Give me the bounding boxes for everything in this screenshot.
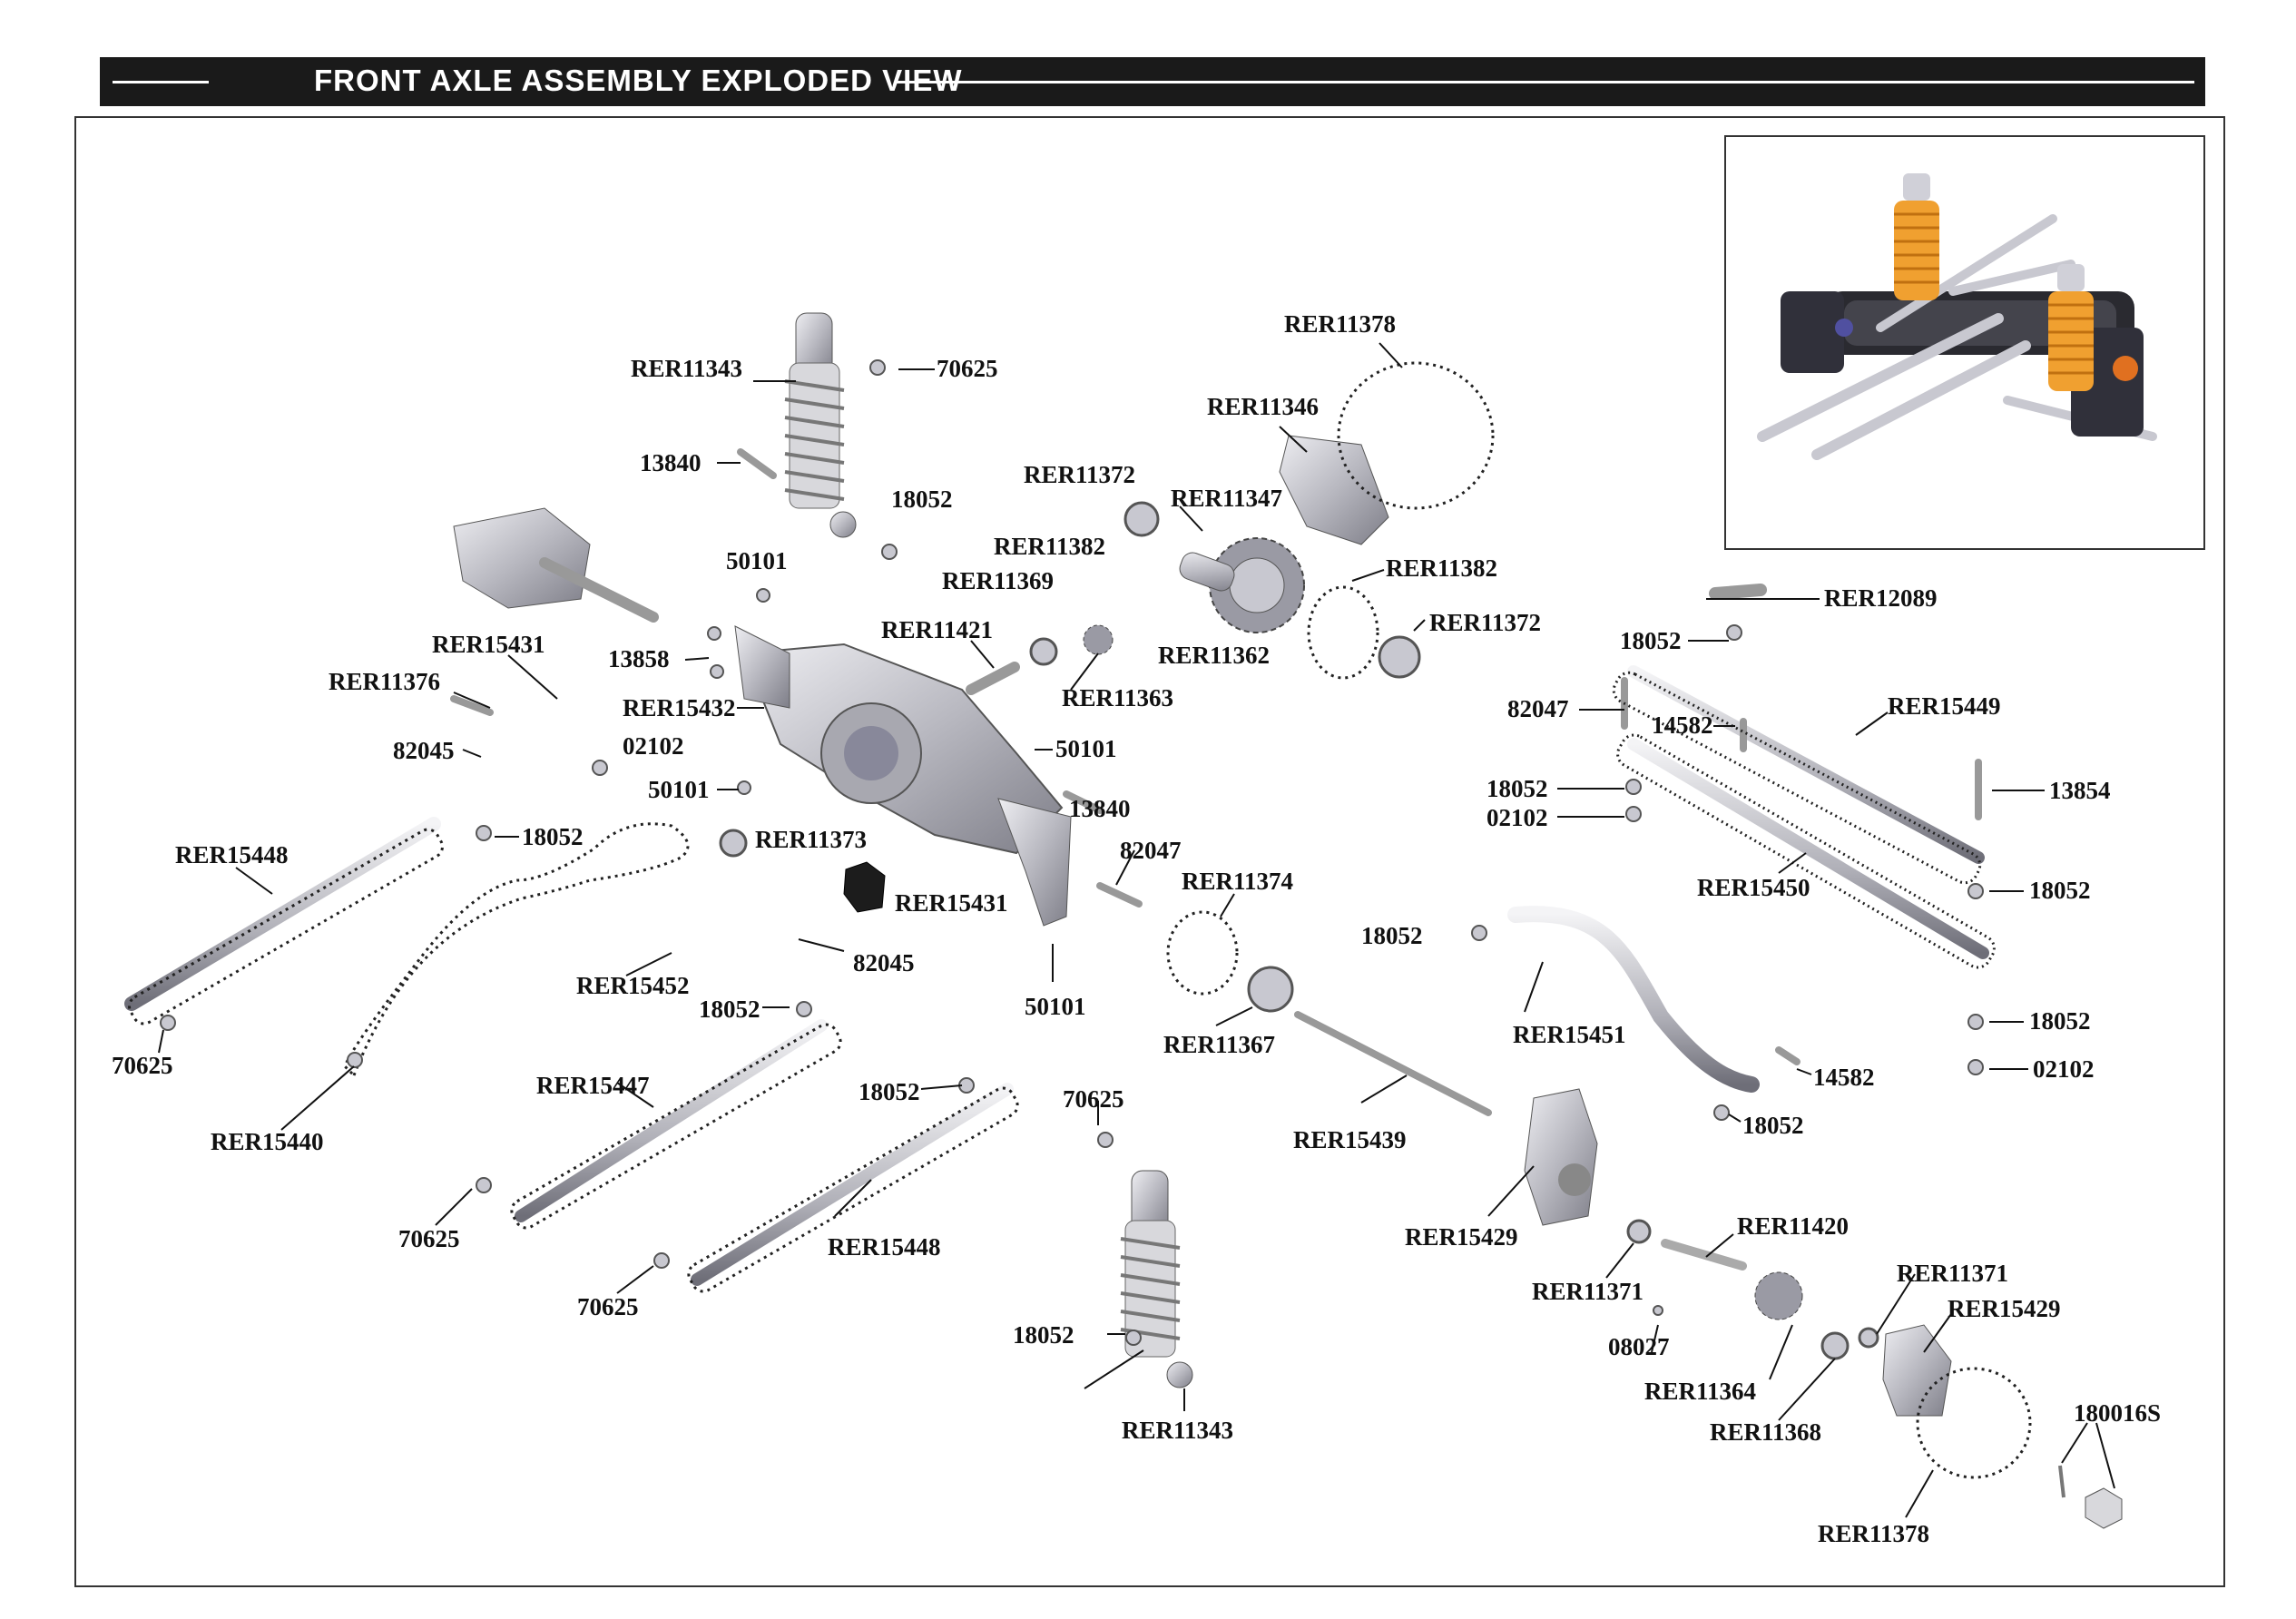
callout-label: 18052 [522,823,584,850]
callout-label: RER11378 [1284,310,1397,338]
callout-label: 82047 [1120,837,1182,864]
callout-label: RER11346 [1207,393,1320,420]
callout-label: RER12089 [1824,584,1938,612]
callout-label: RER15440 [211,1128,324,1155]
callout-label: RER15448 [175,841,289,868]
leader-lines [158,342,2115,1518]
callout-label: 08027 [1608,1333,1670,1360]
black-servo-mount [843,861,886,913]
callout-label: 18052 [1620,627,1682,654]
callout-label: RER11343 [631,355,743,382]
header-rule-left [113,81,209,83]
callout-label: RER11364 [1644,1378,1757,1405]
callout-label: RER15452 [576,972,690,999]
callout-label: RER15431 [432,631,545,658]
callout-label: RER11347 [1171,485,1283,512]
callout-label: 18052 [2029,1007,2091,1035]
callout-label: RER15432 [623,694,736,721]
callout-label: 13840 [640,449,702,476]
lower-shock [1120,1170,1193,1388]
callout-label: 70625 [1063,1085,1124,1113]
callout-label: RER11371 [1532,1278,1644,1305]
callout-label: RER11373 [755,826,868,853]
callout-label: 70625 [398,1225,460,1252]
callout-label: RER15450 [1697,874,1810,901]
callout-label: 82045 [393,737,455,764]
callout-label: RER11376 [329,668,441,695]
callout-label: 18052 [699,996,760,1023]
callout-label: 02102 [1487,804,1548,831]
callout-label: 18052 [891,486,953,513]
callout-label: 18052 [1361,922,1423,949]
callout-label: RER15451 [1513,1021,1626,1048]
callout-label: 50101 [1025,993,1086,1020]
callout-label: RER11382 [1386,554,1498,582]
callout-label: RER11368 [1710,1418,1822,1446]
pinion-gear [1083,624,1803,1320]
fastener-details [160,359,1984,1346]
callout-label: RER11371 [1897,1260,2009,1287]
callout-label: RER11421 [881,616,994,643]
callout-label: RER15439 [1293,1126,1407,1153]
callout-label: RER11372 [1429,609,1542,636]
callout-label: 82047 [1507,695,1569,722]
callout-label: 50101 [726,547,788,574]
callout-label: 13858 [608,645,670,672]
callout-label: 50101 [1055,735,1117,762]
steering-knuckle-right [1524,1088,1598,1226]
dotted-groupings [128,361,2032,1479]
callout-label: RER11363 [1062,684,1174,711]
callout-label: 18052 [2029,877,2091,904]
upper-diff-cover [1279,435,1389,545]
callout-label: RER11372 [1024,461,1136,488]
callout-label: 70625 [112,1052,173,1079]
callout-label: RER11343 [1122,1417,1234,1444]
callout-label: RER11382 [994,533,1106,560]
callout-label: RER15449 [1888,692,2001,720]
callout-label: 14582 [1813,1064,1875,1091]
steering-knuckle-left [453,507,659,623]
callout-label: RER11362 [1158,642,1271,669]
wheel-hex [2058,1465,2123,1529]
header-bar: FRONT AXLE ASSEMBLY EXPLODED VIEW [100,57,2205,106]
callout-label: 18052 [1487,775,1548,802]
callout-label: RER11420 [1737,1212,1850,1240]
ring-gear [1179,537,1305,633]
bearings [719,501,1879,1360]
callout-label: RER11367 [1163,1031,1276,1058]
callout-label: RER15431 [895,889,1008,917]
axle-housing [734,625,1072,927]
assembled-axle-illustration [1757,173,2157,460]
callout-label: 13840 [1069,795,1131,822]
callout-label: RER15448 [828,1233,941,1261]
page-title: FRONT AXLE ASSEMBLY EXPLODED VIEW [314,64,963,97]
assembled-view-inset [1724,135,2205,550]
callout-label: RER11374 [1182,868,1294,895]
callout-label: 14582 [1652,711,1713,739]
callout-label: RER15429 [1948,1295,2061,1322]
callout-label: 18052 [1013,1321,1074,1349]
links [124,448,1989,1286]
callout-label: 70625 [937,355,998,382]
header-rule-right [897,81,2194,83]
portal-cover [1882,1324,1952,1417]
diagram-frame [74,116,2225,1587]
callout-label: RER11378 [1818,1520,1930,1547]
upper-shock [784,312,857,538]
callout-label: 02102 [623,732,684,760]
callout-label: 18052 [1742,1112,1804,1139]
callout-label: 18052 [859,1078,920,1105]
callout-label: RER15429 [1405,1223,1518,1251]
callout-label: 50101 [648,776,710,803]
callout-label: 82045 [853,949,915,976]
callout-label: RER15447 [536,1072,650,1099]
callout-label: 70625 [577,1293,639,1320]
callout-label: 13854 [2049,777,2111,804]
callout-label: 180016S [2074,1399,2162,1427]
callout-label: 02102 [2033,1055,2095,1083]
callout-label: RER11369 [942,567,1055,594]
